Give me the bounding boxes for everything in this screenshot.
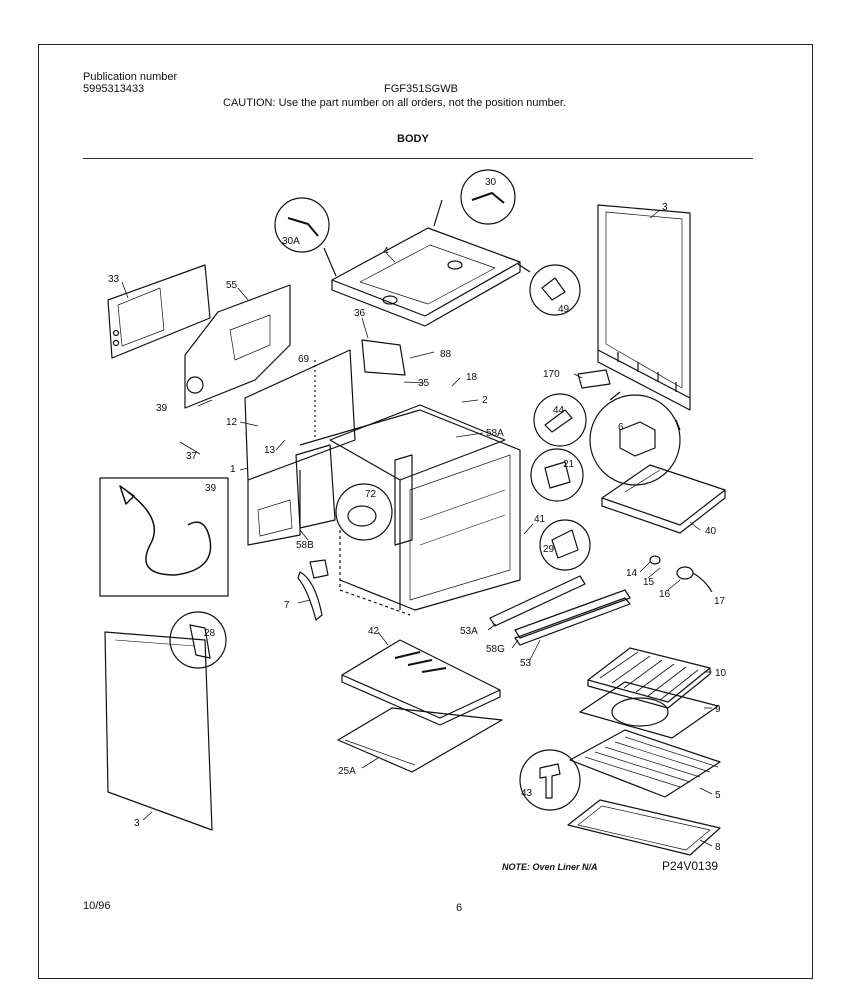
callout-55: 55 — [226, 280, 238, 291]
callout-58a: 58A — [486, 428, 504, 439]
callout-1: 1 — [230, 464, 236, 475]
callout-170: 170 — [543, 369, 560, 380]
model-number: FGF351SGWB — [384, 83, 458, 95]
callout-18: 18 — [466, 372, 478, 383]
back-panel-part — [184, 284, 291, 409]
oven-liner-note: NOTE: Oven Liner N/A — [502, 862, 598, 872]
power-cord-box — [99, 477, 229, 597]
callout-4: 4 — [383, 246, 389, 257]
callout-36: 36 — [354, 308, 366, 319]
side-panel-part — [107, 264, 211, 359]
callout-72: 72 — [365, 489, 377, 500]
detail-circle-30 — [460, 169, 516, 225]
callout-5: 5 — [715, 790, 721, 801]
callout-12: 12 — [226, 417, 238, 428]
callout-9: 9 — [715, 704, 721, 715]
callout-30: 30 — [485, 177, 497, 188]
detail-circle-6 — [589, 391, 681, 486]
oven-door-part — [597, 204, 691, 411]
callout-14: 14 — [626, 568, 638, 579]
callout-42: 42 — [368, 626, 380, 637]
parts-diagram-sheet: Publication number 5995313433 FGF351SGWB… — [38, 44, 813, 979]
callout-88: 88 — [440, 349, 452, 360]
callout-35: 35 — [418, 378, 430, 389]
detail-circle-72 — [335, 483, 393, 541]
section-title: BODY — [397, 133, 429, 145]
callout-39-cord: 39 — [205, 483, 217, 494]
oven-rack-part — [569, 729, 721, 798]
callout-53: 53 — [520, 658, 532, 669]
callout-53a: 53A — [460, 626, 478, 637]
footer-page-number: 6 — [456, 902, 463, 914]
publication-number: 5995313433 — [83, 83, 145, 95]
callout-69: 69 — [298, 354, 310, 365]
detail-circle-30a — [274, 197, 330, 253]
callout-17: 17 — [714, 596, 726, 607]
drawing-id: P24V0139 — [662, 859, 718, 873]
callout-15: 15 — [643, 577, 655, 588]
callout-44: 44 — [553, 405, 565, 416]
callout-25a: 25A — [338, 766, 356, 777]
callout-2: 2 — [482, 395, 488, 406]
callout-39-upper: 39 — [156, 403, 168, 414]
callout-7: 7 — [284, 600, 290, 611]
callout-30a: 30A — [282, 236, 300, 247]
caution-text: CAUTION: Use the part number on all orde… — [223, 97, 566, 109]
broiler-grid-part — [587, 647, 711, 709]
callout-16: 16 — [659, 589, 671, 600]
callout-33: 33 — [108, 274, 120, 285]
oven-bottom-part — [341, 639, 501, 726]
callout-58b: 58B — [296, 540, 314, 551]
callout-13: 13 — [264, 445, 276, 456]
callout-43: 43 — [521, 788, 533, 799]
callout-49: 49 — [558, 304, 570, 315]
callout-8: 8 — [715, 842, 721, 853]
door-handle-part — [297, 559, 329, 621]
side-rails-part — [489, 575, 631, 646]
broiler-shield-part — [601, 464, 726, 534]
callout-21: 21 — [563, 459, 575, 470]
detail-circle-49 — [517, 263, 581, 316]
callout-6: 6 — [618, 422, 624, 433]
leader-lines — [121, 209, 713, 847]
callout-10: 10 — [715, 668, 727, 679]
left-side-panel-part — [104, 631, 213, 831]
drawer-part — [567, 799, 721, 856]
callout-3-bottom: 3 — [134, 818, 140, 829]
door-hinge-part — [577, 369, 611, 389]
bottom-frame-part — [337, 707, 503, 773]
callout-28: 28 — [204, 628, 216, 639]
publication-label: Publication number — [83, 71, 178, 83]
callout-40: 40 — [705, 526, 717, 537]
detail-circle-29 — [539, 519, 591, 571]
range-body-frame — [244, 339, 521, 616]
callout-3-top: 3 — [662, 202, 668, 213]
detail-circle-43 — [519, 749, 581, 811]
footer-date: 10/96 — [83, 900, 111, 912]
burner-orifice-parts — [649, 555, 713, 593]
detail-circle-21 — [530, 448, 584, 502]
header-divider — [83, 158, 753, 159]
detail-circle-28 — [169, 611, 227, 669]
broiler-pan-part — [579, 681, 719, 739]
callout-37: 37 — [186, 451, 198, 462]
top-panel-part — [323, 199, 521, 327]
callout-29: 29 — [543, 544, 555, 555]
detail-circle-44 — [533, 393, 587, 447]
callout-58g: 58G — [486, 644, 505, 655]
callout-41: 41 — [534, 514, 546, 525]
